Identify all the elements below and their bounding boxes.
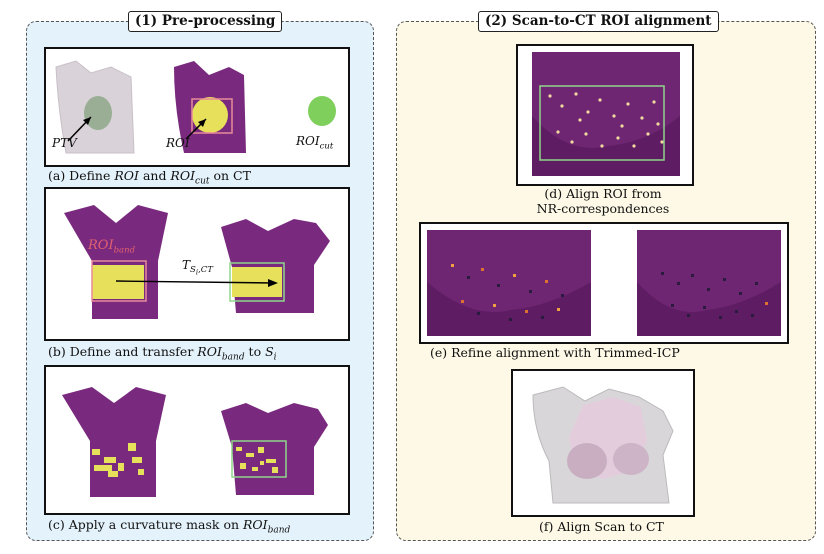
box-a-illustration bbox=[55, 60, 336, 154]
breast-shading-e-left bbox=[427, 282, 591, 336]
transfer-arrowhead bbox=[268, 279, 278, 287]
box-c-curvature-mask bbox=[44, 365, 350, 515]
ptv-label: PTV bbox=[52, 136, 77, 150]
alignment-title: (2) Scan-to-CT ROI alignment bbox=[478, 11, 719, 32]
preprocessing-title: (1) Pre-processing bbox=[128, 11, 283, 32]
box-e-illustration bbox=[427, 230, 781, 336]
icp-points-left bbox=[451, 264, 564, 321]
box-f-align-scan bbox=[511, 369, 695, 517]
box-a-define-roi: PTV ROI ROIcut bbox=[44, 47, 350, 167]
caption-a: (a) Define ROI and ROIcut on CT bbox=[48, 168, 251, 187]
breast-shading-e-right bbox=[637, 282, 781, 336]
scan-roi-box-c bbox=[231, 440, 287, 478]
breast-left bbox=[567, 443, 607, 479]
nr-correspondence-points bbox=[548, 92, 664, 148]
transform-label: TSi,CT bbox=[182, 258, 213, 278]
breast-right bbox=[613, 443, 649, 475]
scan-torso-c bbox=[221, 403, 328, 495]
roi-label: ROI bbox=[166, 136, 190, 150]
masked-roi-band-scan bbox=[236, 447, 278, 473]
caption-f: (f) Align Scan to CT bbox=[539, 519, 664, 534]
ptv-region bbox=[84, 96, 112, 130]
transfer-arrow bbox=[115, 280, 275, 284]
caption-b: (b) Define and transfer ROIband to Si bbox=[48, 344, 277, 363]
roi-band-label: ROIband bbox=[88, 238, 136, 256]
roi-box bbox=[191, 98, 233, 134]
breast-shading-d bbox=[532, 116, 680, 176]
box-b-transfer-roi: ROIband TSi,CT bbox=[44, 187, 350, 341]
scan-torso-b bbox=[221, 219, 330, 313]
ct-torso-b bbox=[64, 205, 168, 319]
ct-torso-c bbox=[62, 387, 166, 497]
roi-box-d bbox=[539, 85, 665, 161]
caption-c: (c) Apply a curvature mask on ROIband bbox=[48, 517, 291, 536]
roi-arrowhead bbox=[198, 119, 206, 127]
box-c-illustration bbox=[62, 387, 328, 497]
box-d-align-roi bbox=[516, 44, 694, 186]
ptv-arrowhead bbox=[83, 117, 91, 125]
icp-points-right bbox=[661, 272, 768, 319]
box-f-illustration bbox=[532, 386, 674, 504]
caption-e: (e) Refine alignment with Trimmed-ICP bbox=[430, 345, 680, 360]
box-e-trimmed-icp bbox=[419, 222, 789, 344]
masked-roi-band-ct bbox=[92, 443, 144, 477]
roi-band-region bbox=[92, 265, 144, 299]
roi-cut-blob bbox=[308, 96, 336, 126]
box-b-illustration bbox=[64, 205, 330, 319]
box-d-illustration bbox=[532, 52, 680, 176]
roi-cut-label: ROIcut bbox=[296, 134, 334, 152]
